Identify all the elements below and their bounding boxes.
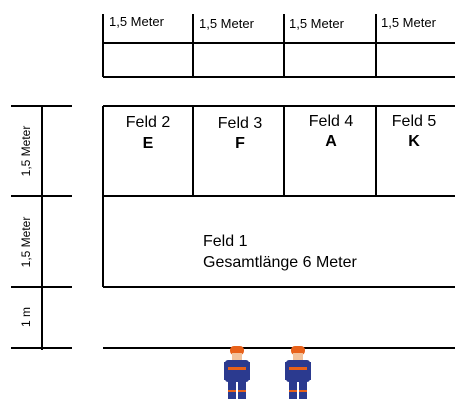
top-dimension-label-1: 1,5 Meter — [109, 14, 165, 29]
field-3-letter: F — [235, 135, 245, 152]
field-1-name: Feld 1 — [203, 233, 248, 250]
side-dimension-label-3: 1 m — [19, 307, 33, 327]
field-5-name: Feld 5 — [392, 113, 437, 130]
field-1-length: Gesamtlänge 6 Meter — [203, 254, 358, 271]
side-dimension-label-1: 1,5 Meter — [19, 126, 33, 177]
field-5-letter: K — [408, 133, 420, 150]
field-4-name: Feld 4 — [309, 113, 354, 130]
field-2-name: Feld 2 — [126, 114, 171, 131]
side-dimension-label-2: 1,5 Meter — [19, 217, 33, 268]
top-dimension-label-4: 1,5 Meter — [381, 15, 437, 30]
top-dimension-label-3: 1,5 Meter — [289, 16, 345, 31]
top-dimension-label-2: 1,5 Meter — [199, 16, 255, 31]
field-2-letter: E — [143, 135, 154, 152]
person-figure-icon — [224, 346, 250, 399]
grid-lines — [11, 14, 455, 350]
field-3-name: Feld 3 — [218, 115, 263, 132]
field-4-letter: A — [325, 133, 337, 150]
person-figure-icon — [285, 346, 311, 399]
